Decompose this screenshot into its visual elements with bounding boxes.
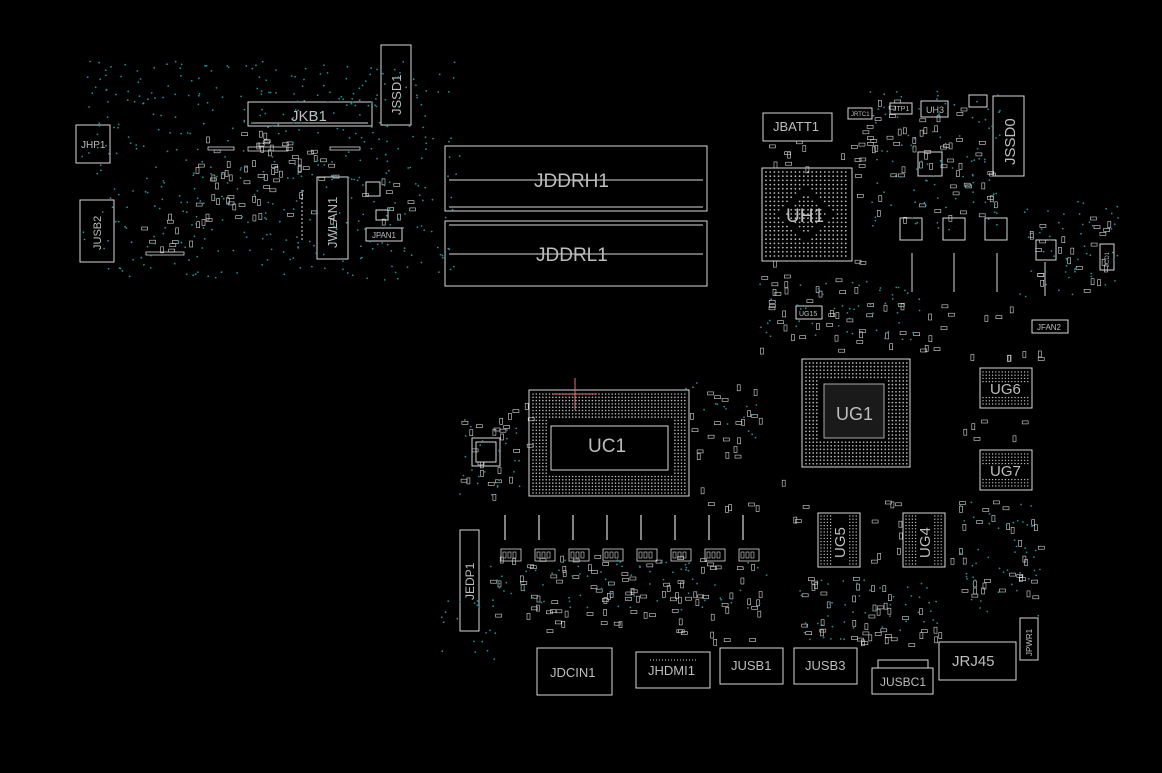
jfan2-connector: JFAN2 (1031, 319, 1069, 334)
jedp1-connector: JEDP1 (459, 529, 480, 632)
jusbc1-label: JUSBC1 (880, 675, 926, 689)
ug15-label: UG15 (799, 311, 817, 318)
jfan1-label: JFAN1 (372, 231, 397, 240)
jtp1-label: JTP1 (893, 106, 909, 113)
uc1-chip: UC1 (528, 378, 690, 497)
jusb2-label: JUSB2 (92, 216, 104, 250)
jddrh1-label: JDDRH1 (534, 171, 609, 192)
jpwr1-connector: JPWR1 (1019, 617, 1039, 661)
jusbc1-connector: JUSBC1 (871, 659, 934, 695)
ug15-chip: UG15 (795, 305, 823, 320)
ug4-label: UG4 (917, 527, 934, 558)
ug1-label: UG1 (836, 404, 873, 424)
jusb1-label: JUSB1 (731, 658, 771, 673)
uh1-label: UH1 (786, 206, 824, 227)
jfan1-connector: JFAN1 (365, 181, 403, 242)
passive-components (141, 99, 1112, 647)
jddrl1-slot: JDDRL1 (444, 220, 708, 287)
jbatt1-label: JBATT1 (773, 119, 819, 134)
ug5-label: UG5 (832, 527, 849, 558)
jrtc1-connector: JRTC1 (847, 107, 873, 120)
jedp1-label: JEDP1 (463, 562, 477, 600)
jssd0-connector: JSSD0 (992, 95, 1025, 177)
jhdmi1-label: JHDMI1 (648, 663, 695, 678)
jkb1-label: JKB1 (291, 108, 327, 125)
ug1-chip: UG1 (801, 358, 911, 468)
jrtc1-label: JRTC1 (851, 112, 870, 118)
ug4-chip: UG4 (902, 512, 946, 568)
uh3-chip: UH3 (920, 100, 949, 118)
ug6-label: UG6 (990, 381, 1021, 398)
jbatt1-connector: JBATT1 (762, 112, 833, 142)
jrj45-label: JRJ45 (952, 653, 995, 670)
ug5-chip: UG5 (817, 512, 861, 568)
jusb1-connector: JUSB1 (719, 647, 784, 685)
jddrl1-label: JDDRL1 (536, 245, 608, 266)
jddrh1-slot: JDDRH1 (444, 145, 708, 212)
vrm-inductors (899, 94, 1057, 296)
jcd1-connector: JCD1 (1099, 243, 1115, 271)
jssd1-connector: JSSD1 (380, 44, 412, 126)
cpu-vrm-strip (500, 515, 760, 562)
via-field (81, 60, 1119, 660)
jusb2-connector: JUSB2 (79, 199, 115, 263)
ug6-chip: UG6 (979, 367, 1033, 409)
jdcin1-label: JDCIN1 (550, 665, 596, 680)
jcd1-label: JCD1 (1105, 251, 1111, 267)
jssd0-label: JSSD0 (1002, 118, 1019, 165)
jpwr1-label: JPWR1 (1025, 628, 1034, 656)
jusb3-label: JUSB3 (805, 658, 845, 673)
jssd1-label: JSSD1 (389, 75, 404, 115)
jhdmi1-connector: JHDMI1 (635, 651, 711, 689)
uh1-chip: UH1 (761, 167, 853, 262)
jfan2-label: JFAN2 (1037, 323, 1062, 332)
jhp1-connector: JHP1 (75, 124, 111, 164)
jwlan1-label: JWLAN1 (325, 197, 340, 248)
ug7-label: UG7 (990, 463, 1021, 480)
jusb3-connector: JUSB3 (793, 647, 858, 685)
uh3-label: UH3 (926, 105, 944, 115)
jkb1-connector: JKB1 (247, 101, 373, 127)
ug7-chip: UG7 (979, 449, 1033, 491)
jhp1-label: JHP1 (81, 140, 106, 151)
jrj45-connector: JRJ45 (938, 641, 1017, 681)
jwlan1-connector: JWLAN1 (301, 176, 349, 260)
jdcin1-connector: JDCIN1 (536, 647, 613, 696)
jtp1-connector: JTP1 (889, 102, 913, 115)
uc1-label: UC1 (588, 436, 626, 457)
